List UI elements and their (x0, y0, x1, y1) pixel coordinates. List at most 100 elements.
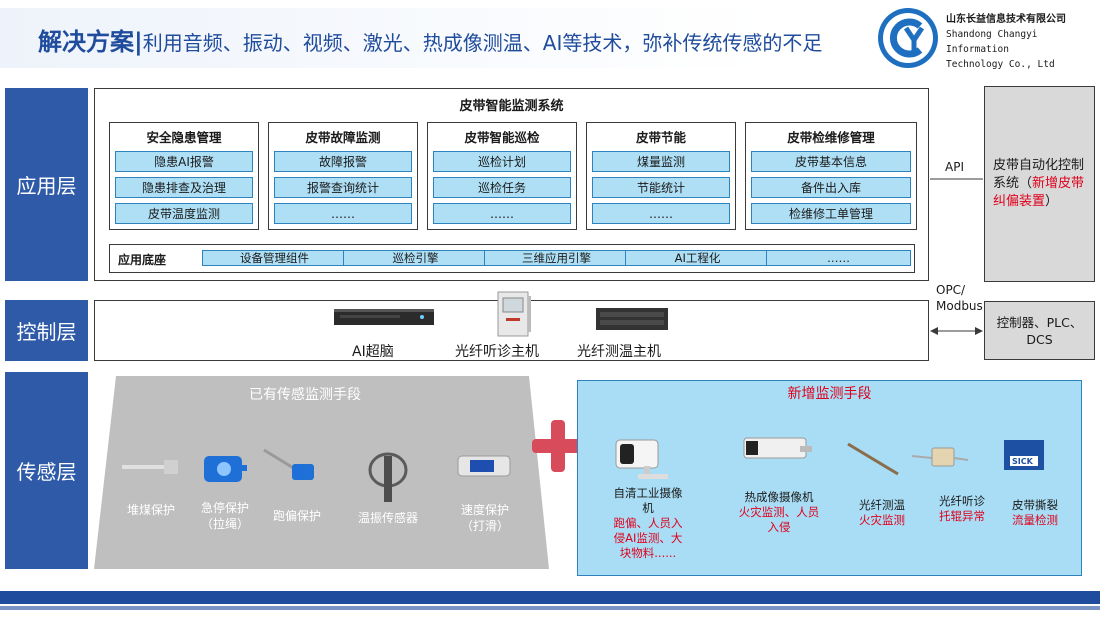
sensor-sub: （打滑） (460, 519, 509, 533)
module-fault: 皮带故障监测 故障报警 报警查询统计 …… (268, 122, 418, 317)
fiber-listening-icon (911, 447, 969, 467)
module-item: 隐患AI报警 (115, 151, 253, 172)
opc-label-1: OPC/ (936, 283, 966, 297)
module-maintenance: 皮带检维修管理 皮带基本信息 备件出入库 检维修工单管理 (745, 122, 917, 317)
sensor-name: 堆煤保护 (126, 503, 175, 517)
new-sensor-label: 自清工业摄像机 跑偏、人员入侵AI监测、大块物料...... (608, 486, 688, 561)
new-sensor-label: 热成像摄像机 火灾监测、人员入侵 (738, 490, 820, 535)
existing-sensor-label: 急停保护 （拉绳） (190, 500, 260, 532)
company-name: 山东长益信息技术有限公司 Shandong Changyi Informatio… (946, 12, 1100, 72)
module-item: …… (274, 203, 412, 224)
module-title: 皮带故障监测 (305, 130, 381, 145)
deviation-switch-icon (263, 448, 314, 480)
company-name-cn: 山东长益信息技术有限公司 (946, 14, 1066, 25)
auto-text: 皮带自动化控制系统（ (993, 158, 1085, 191)
plc-dcs-box: 控制器、PLC、DCS (984, 301, 1095, 360)
base-item: 三维应用引擎 (484, 250, 629, 266)
existing-sensor-label: 速度保护 （打滑） (450, 502, 520, 534)
header: 解决方案|利用音频、振动、视频、激光、热成像测温、AI等技术，弥补传统传感的不足… (0, 0, 1100, 76)
thermal-camera-icon (743, 437, 812, 459)
new-sensor-label: 皮带撕裂 流量检测 (1004, 498, 1066, 528)
sensor-name: 自清工业摄像机 (613, 486, 683, 515)
temp-vibration-sensor-icon (368, 452, 408, 502)
base-item: …… (766, 250, 911, 266)
layer-label-app: 应用层 (5, 88, 88, 281)
base-item: AI工程化 (625, 250, 770, 266)
module-item: 报警查询统计 (274, 177, 412, 198)
module-box: 皮带节能 煤量监测 节能统计 …… (586, 122, 736, 230)
system-title: 皮带智能监测系统 (459, 99, 564, 114)
existing-sensor-label: 堆煤保护 (116, 502, 186, 518)
module-energy: 皮带节能 煤量监测 节能统计 …… (586, 122, 736, 317)
existing-sensor-label: 温振传感器 (348, 510, 428, 526)
opc-modbus-label: OPC/ Modbus (936, 282, 983, 314)
module-box: 皮带检维修管理 皮带基本信息 备件出入库 检维修工单管理 (745, 122, 917, 230)
sensor-name: 皮带撕裂 (1012, 498, 1058, 512)
fiber-temp-icon (847, 442, 899, 476)
title-separator: | (134, 28, 143, 56)
new-sensor-label: 光纤听诊 托辊异常 (932, 494, 992, 524)
module-item: …… (592, 203, 730, 224)
api-label: API (945, 160, 964, 174)
module-item: 隐患排查及治理 (115, 177, 253, 198)
base-item: 巡检引擎 (343, 250, 488, 266)
module-item: 皮带基本信息 (751, 151, 911, 172)
module-title: 皮带智能巡检 (464, 130, 540, 145)
belt-automation-box: 皮带自动化控制系统（新增皮带纠偏装置） (984, 86, 1095, 282)
footer-bar-thin (0, 606, 1100, 610)
existing-sensing-title: 已有传感监测手段 (249, 387, 361, 403)
sensor-name: 光纤测温 (859, 498, 905, 512)
belt-tear-sensor-icon (1004, 440, 1044, 470)
gray-panel-edge (529, 376, 549, 569)
sensor-name: 热成像摄像机 (744, 490, 814, 504)
auto-end: ） (1045, 194, 1059, 209)
sensor-name: 速度保护 (460, 503, 509, 517)
module-item: 巡检任务 (433, 177, 571, 198)
fiber-listening-host-icon (497, 291, 531, 337)
module-box: 皮带故障监测 故障报警 报警查询统计 …… (268, 122, 418, 230)
sensor-function: 跑偏、人员入侵AI监测、大块物料...... (613, 516, 683, 560)
emergency-stop-icon (204, 456, 247, 482)
layer-label-control: 控制层 (5, 300, 88, 361)
module-title: 安全隐患管理 (146, 130, 222, 145)
module-box: 安全隐患管理 隐患AI报警 隐患排查及治理 皮带温度监测 (109, 122, 259, 230)
layer-label-sensing: 传感层 (5, 372, 88, 569)
module-item: 巡检计划 (433, 151, 571, 172)
new-sensor-label: 光纤测温 火灾监测 (852, 498, 912, 528)
base-label: 应用底座 (118, 253, 167, 267)
coal-pile-sensor-icon (122, 460, 178, 474)
page-title: 解决方案|利用音频、振动、视频、激光、热成像测温、AI等技术，弥补传统传感的不足 (38, 22, 822, 57)
footer-bar (0, 591, 1100, 604)
ctrl-device-label: 光纤听诊主机 (455, 344, 539, 360)
plus-icon (532, 420, 584, 472)
module-item: 备件出入库 (751, 177, 911, 198)
module-title: 皮带节能 (635, 130, 686, 145)
sensor-function: 流量检测 (1012, 513, 1058, 527)
module-inspection: 皮带智能巡检 巡检计划 巡检任务 …… (427, 122, 577, 317)
sensor-sub: （拉绳） (200, 517, 249, 531)
company-name-en-1: Shandong Changyi Information (946, 29, 1038, 55)
module-item: 故障报警 (274, 151, 412, 172)
module-title: 皮带检维修管理 (787, 130, 875, 145)
title-subtitle: 利用音频、振动、视频、激光、热成像测温、AI等技术，弥补传统传感的不足 (142, 31, 823, 55)
company-logo-icon (878, 8, 938, 68)
module-item: 节能统计 (592, 177, 730, 198)
speed-sensor-icon (457, 455, 511, 477)
gray-panel-edge (94, 376, 116, 569)
ctrl-device-label: 光纤测温主机 (577, 344, 661, 360)
opc-label-2: Modbus (936, 299, 983, 313)
module-safety: 安全隐患管理 隐患AI报警 隐患排查及治理 皮带温度监测 (109, 122, 259, 317)
sensor-name: 光纤听诊 (939, 494, 985, 508)
existing-sensor-label: 跑偏保护 (262, 508, 332, 524)
module-item: …… (433, 203, 571, 224)
auto-red: 新增皮带纠偏装置 (993, 176, 1085, 209)
module-item: 检维修工单管理 (751, 203, 911, 224)
new-sensing-title: 新增监测手段 (787, 386, 872, 402)
app-base-row: 应用底座 设备管理组件 巡检引擎 三维应用引擎 AI工程化 …… (109, 244, 915, 273)
base-item: 设备管理组件 (202, 250, 347, 266)
sick-brand-label: SICK (1012, 457, 1033, 466)
sensor-function: 托辊异常 (939, 509, 985, 523)
title-main: 解决方案 (38, 28, 134, 56)
industrial-camera-icon (615, 439, 668, 479)
sensor-name: 急停保护 (200, 501, 249, 515)
